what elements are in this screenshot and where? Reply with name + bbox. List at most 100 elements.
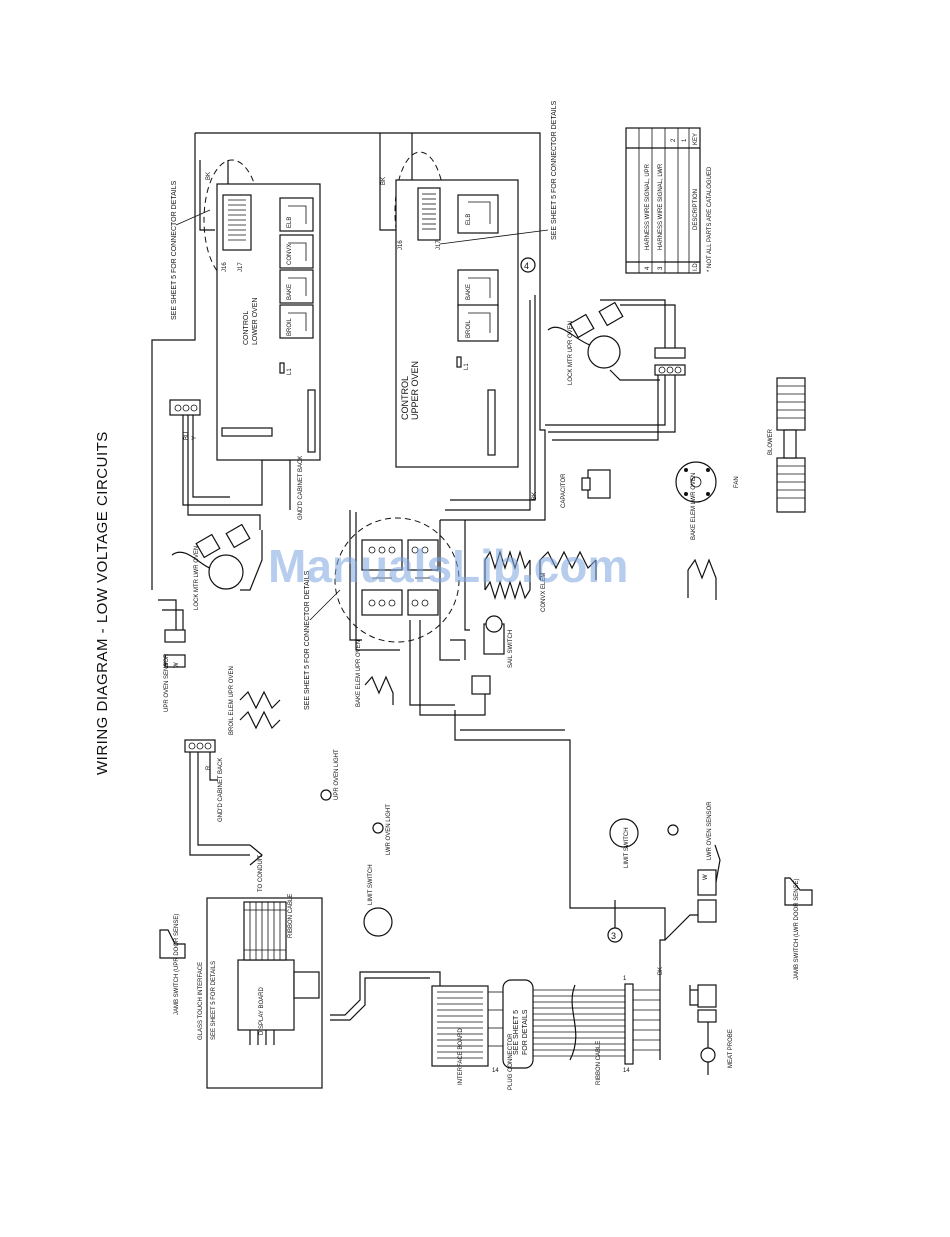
see-sheet-note: SEE SHEET 5 FOR CONNECTOR DETAILS — [551, 100, 558, 240]
watermark: ManualsLib.com — [268, 540, 628, 592]
lower-harness-wires — [330, 710, 700, 1060]
control-title-upper-1: CONTROL — [400, 376, 410, 420]
control-board-upper: BROIL BAKE ELB CONTROL UPPER OVEN J16 J1… — [395, 179, 519, 468]
wire-code: W — [164, 662, 170, 668]
relay-label: ELB — [287, 217, 293, 228]
component-label: UPR OVEN LIGHT — [334, 749, 340, 800]
wire-code: W — [174, 662, 180, 668]
legend-header-description: DESCRIPTION — [693, 189, 699, 230]
pin-label: 14 — [492, 1068, 499, 1074]
connector-ellipse-terminal — [334, 517, 460, 643]
lock-motor-upper: LOCK MTR UPR OVEN — [547, 299, 686, 385]
interface-board: INTERFACE BOARD — [431, 985, 489, 1085]
heating-elements: BAKE ELEM LWR OVEN CONVX ELEM BAKE ELEM … — [229, 473, 717, 735]
l1-label: L1 — [464, 363, 470, 370]
wire-code: R — [206, 765, 212, 770]
component-label: JAMB SWITCH (LWR DOOR SENSE) — [794, 878, 800, 980]
control-board-lower: BROIL BAKE CONVX ELB CONTROL LOWER OVEN … — [216, 183, 321, 461]
component-label: BROIL ELEM UPR OVEN — [229, 666, 235, 735]
relay-label: BROIL — [466, 319, 472, 338]
legend-id: 3 — [658, 266, 664, 270]
component-label: LIMIT SWITCH — [624, 827, 630, 868]
component-label: MEAT PROBE — [728, 1029, 734, 1068]
component-label: GLASS TOUCH INTERFACE — [198, 962, 204, 1040]
callout-number: 3 — [611, 931, 616, 941]
upr-oven-light: UPR OVEN LIGHT — [320, 749, 340, 801]
legend-id: 4 — [645, 266, 651, 270]
lwr-oven-light-2 — [667, 824, 679, 836]
control-title-lower-1: CONTROL — [243, 311, 250, 345]
ribbon-cable: RIBBON CABLE 14 1 14 — [488, 976, 660, 1085]
see-sheet-note: SEE SHEET 5 FOR DETAILS — [211, 961, 217, 1040]
wire-code: BU — [184, 432, 190, 440]
wire-code: BK — [206, 172, 212, 180]
jamb-switch-upper: JAMB SWITCH (UPR DOOR SENSE) — [159, 914, 186, 1015]
blower: BLOWER — [768, 377, 806, 513]
terminal-left-top — [169, 399, 201, 416]
j17-label: J17 — [238, 262, 244, 272]
plug-connector: SEE SHEET 5 FOR DETAILS PLUG CONNECTOR — [502, 979, 534, 1090]
component-label: LIMIT SWITCH — [368, 864, 374, 905]
component-label: BAKE ELEM UPR OVEN — [356, 640, 362, 707]
component-label: CAPACITOR — [561, 473, 567, 508]
component-label: PLUG CONNECTOR — [508, 1033, 514, 1090]
component-label: FAN — [734, 476, 740, 488]
l1-label: L1 — [287, 368, 293, 375]
component-label: LOCK MTR LWR OVEN — [194, 546, 200, 610]
component-label: GND'D CABINET BACK — [218, 758, 224, 822]
component-label: LOCK MTR UPR OVEN — [568, 321, 574, 385]
see-sheet-note: SEE SHEET 5 FOR CONNECTOR DETAILS — [304, 570, 311, 710]
legend-key: 1 — [682, 138, 688, 142]
capacitor: CAPACITOR — [561, 469, 611, 508]
relay-label: CONVX — [287, 244, 293, 265]
j16-label: J16 — [222, 262, 228, 272]
component-label: RIBBON CABLE — [596, 1041, 602, 1085]
diagram-title: WIRING DIAGRAM - LOW VOLTAGE CIRCUITS — [94, 431, 111, 775]
relay-label: BAKE — [466, 284, 472, 300]
control-title-upper-2: UPPER OVEN — [410, 361, 420, 420]
component-label: BAKE ELEM LWR OVEN — [691, 473, 697, 540]
see-sheet-note: FOR DETAILS — [522, 1009, 529, 1055]
wire-code: BK — [381, 177, 387, 185]
component-label: JAMB SWITCH (UPR DOOR SENSE) — [174, 914, 180, 1015]
j16-label: J16 — [398, 240, 404, 250]
limit-switch-a: LIMIT SWITCH — [363, 864, 393, 937]
jamb-switch-lower: JAMB SWITCH (LWR DOOR SENSE) — [784, 877, 813, 980]
relay-label: BROIL — [287, 317, 293, 336]
component-label: UPR OVEN SENSOR — [164, 653, 170, 712]
component-label: INTERFACE BOARD — [458, 1028, 464, 1085]
upr-oven-sensor: UPR OVEN SENSOR — [164, 629, 186, 712]
relay-label: ELB — [466, 214, 472, 225]
legend-description: HARNESS WIRE SIGNAL, LWR — [658, 163, 664, 250]
component-label: SAIL SWITCH — [508, 630, 514, 668]
glass-touch-interface: GLASS TOUCH INTERFACE SEE SHEET 5 FOR DE… — [198, 894, 323, 1089]
conduit-area: GND'D CABINET BACK TO CONDUIT — [184, 739, 264, 892]
callout-3: 3 — [607, 927, 623, 943]
j17-label: J17 — [436, 240, 442, 250]
legend-table: KEY DESCRIPTION I.D. 1 2 HARNESS WIRE SI… — [625, 127, 713, 274]
callout-4: 4 — [520, 257, 536, 273]
wire-code: BK — [532, 492, 538, 500]
legend-note: * NOT ALL PARTS ARE CATALOGUED — [707, 166, 713, 272]
component-label: CONVX ELEM — [541, 573, 547, 612]
component-label: LWR OVEN SENSOR — [707, 801, 713, 860]
fan: FAN — [675, 461, 740, 503]
pin-label: 1 — [623, 976, 627, 982]
terminal-block — [349, 510, 486, 716]
component-label: BLOWER — [768, 428, 774, 455]
control-title-lower-2: LOWER OVEN — [252, 298, 259, 345]
lock-motor-lower: LOCK MTR LWR OVEN — [171, 523, 263, 610]
lwr-oven-light: LWR OVEN LIGHT — [372, 804, 392, 855]
wire-codes: BK BK W W BU Y R BK BK W — [164, 172, 709, 975]
component-label: TO CONDUIT — [258, 854, 264, 892]
wire-code: W — [703, 874, 709, 880]
component-label: GND'D CABINET BACK — [298, 456, 304, 520]
sail-switch: SAIL SWITCH — [471, 615, 514, 695]
legend-description: HARNESS WIRE SIGNAL, UPR — [645, 163, 651, 250]
see-sheet-note: SEE SHEET 5 — [513, 1010, 520, 1055]
pin-label: 14 — [623, 1068, 630, 1074]
relay-label: BAKE — [287, 284, 293, 300]
wire-code: Y — [192, 436, 198, 440]
component-label: DISPLAY BOARD — [259, 987, 265, 1035]
